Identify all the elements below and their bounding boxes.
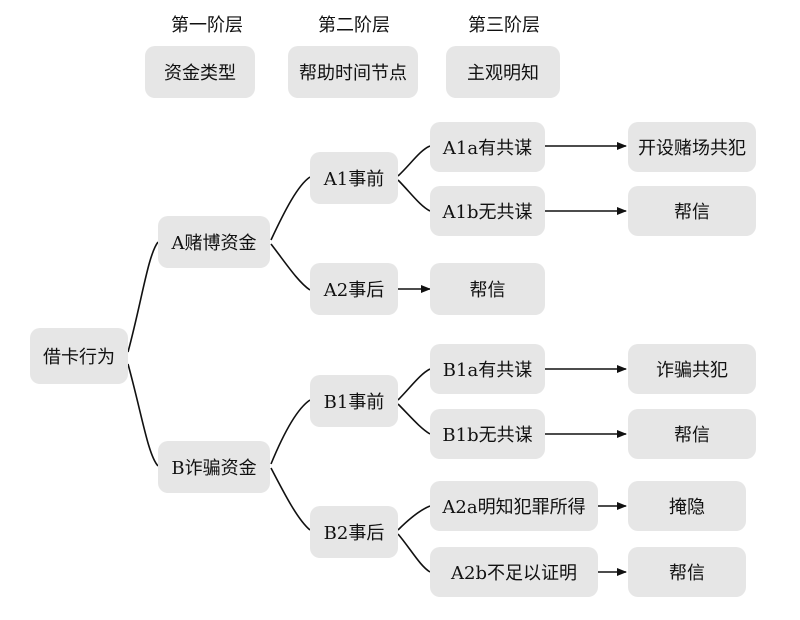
connector-b-b2 — [270, 467, 311, 531]
connector-a1-a1b — [397, 179, 431, 212]
result-b1a-fraud-accomplice: 诈骗共犯 — [628, 344, 756, 394]
connector-a-a2 — [270, 243, 311, 291]
node-a1b-no-conspiracy: A1b无共谋 — [430, 186, 545, 236]
header-level3: 第三阶层 — [468, 15, 540, 36]
node-b-fraud-funds: B诈骗资金 — [158, 441, 270, 493]
connector-root-a — [127, 241, 159, 353]
header-level1: 第一阶层 — [171, 15, 243, 36]
connector-b-b1 — [270, 399, 311, 465]
node-a2-result: 帮信 — [430, 263, 545, 315]
header-box-level1: 资金类型 — [145, 46, 255, 98]
connector-a1-a1a — [397, 145, 431, 177]
node-a2-after: A2事后 — [310, 263, 398, 315]
connector-b1-b1b — [397, 403, 431, 435]
node-a-gambling-funds: A赌博资金 — [158, 216, 270, 268]
node-b1-before: B1事前 — [310, 375, 398, 427]
node-root: 借卡行为 — [30, 328, 128, 384]
connector-a-a1 — [270, 176, 311, 241]
header-level2: 第二阶层 — [318, 15, 390, 36]
header-box-level3: 主观明知 — [446, 46, 560, 98]
result-b1b-helping: 帮信 — [628, 409, 756, 459]
node-b2b-insufficient-proof: A2b不足以证明 — [430, 547, 598, 597]
connector-b2-b2b — [397, 533, 431, 573]
result-b2b-helping: 帮信 — [628, 547, 746, 597]
node-a1a-conspiracy: A1a有共谋 — [430, 122, 545, 172]
result-a1b-helping: 帮信 — [628, 186, 756, 236]
connector-b2-b2a — [397, 505, 431, 531]
connector-root-b — [127, 363, 159, 467]
node-b1b-no-conspiracy: B1b无共谋 — [430, 409, 545, 459]
connector-b1-b1a — [397, 368, 431, 401]
header-box-level2: 帮助时间节点 — [288, 46, 418, 98]
node-a1-before: A1事前 — [310, 152, 398, 204]
node-b2a-knew-crime-proceeds: A2a明知犯罪所得 — [430, 481, 598, 531]
node-b2-after: B2事后 — [310, 506, 398, 558]
result-b2a-concealment: 掩隐 — [628, 481, 746, 531]
node-b1a-conspiracy: B1a有共谋 — [430, 344, 545, 394]
result-a1a-casino-accomplice: 开设赌场共犯 — [628, 122, 756, 172]
